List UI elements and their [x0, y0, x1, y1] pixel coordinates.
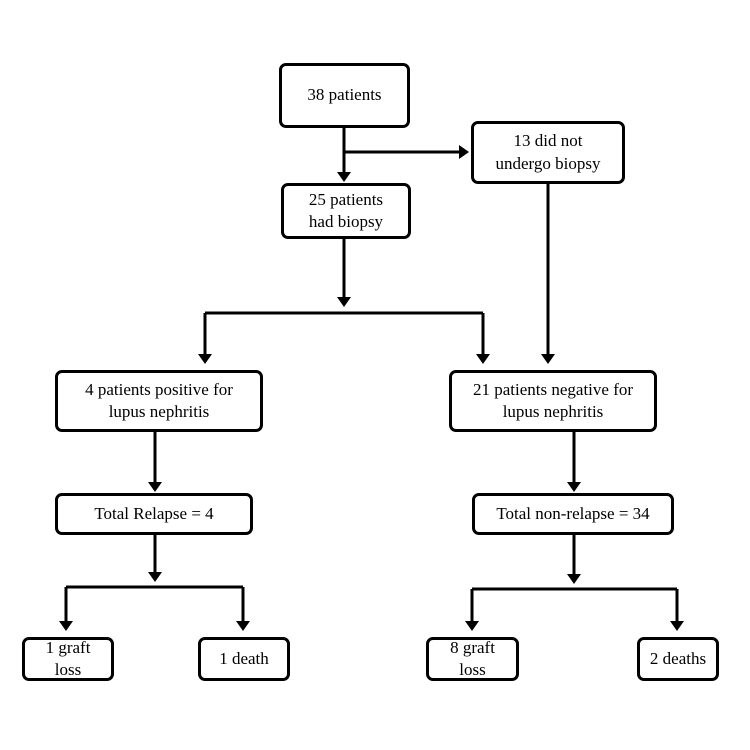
node-2-deaths: 2 deaths	[637, 637, 719, 681]
node-label: Total non-relapse = 34	[496, 503, 650, 523]
node-label: 1 graft loss	[45, 637, 91, 679]
arrowheads-group	[59, 145, 684, 631]
edge-4-patients-positive-to-total-relapse-arrowhead	[148, 482, 162, 492]
node-label: Total Relapse = 4	[94, 503, 214, 523]
edge-split-to-2-deaths-arrowhead	[670, 621, 684, 631]
edge-split-to-1-graft-loss-arrowhead	[59, 621, 73, 631]
edge-38-patients-to-25-patients-had-biopsy-arrowhead	[337, 172, 351, 182]
edge-38-patients-to-13-did-not-undergo-biopsy-arrowhead	[459, 145, 469, 159]
edge-total-non-relapse-to-split-arrowhead	[567, 574, 581, 584]
node-13-did-not-undergo-biopsy: 13 did not undergo biopsy	[471, 121, 625, 184]
node-21-patients-negative-lupus-nephritis: 21 patients negative for lupus nephritis	[449, 370, 657, 432]
node-4-patients-positive-lupus-nephritis: 4 patients positive for lupus nephritis	[55, 370, 263, 432]
edge-13-did-not-undergo-biopsy-to-21-patients-negative-arrowhead	[541, 354, 555, 364]
node-25-patients-had-biopsy: 25 patients had biopsy	[281, 183, 411, 239]
node-label: 8 graft loss	[450, 637, 495, 679]
edge-total-relapse-to-split-arrowhead	[148, 572, 162, 582]
node-38-patients: 38 patients	[279, 63, 410, 128]
node-8-graft-loss: 8 graft loss	[426, 637, 519, 681]
node-label: 21 patients negative for lupus nephritis	[472, 379, 634, 421]
edge-split-to-1-death-arrowhead	[236, 621, 250, 631]
node-label: 4 patients positive for lupus nephritis	[85, 379, 233, 421]
node-1-death: 1 death	[198, 637, 290, 681]
edge-split-to-8-graft-loss-arrowhead	[465, 621, 479, 631]
node-total-relapse: Total Relapse = 4	[55, 493, 253, 535]
node-label: 13 did not undergo biopsy	[495, 131, 601, 173]
edge-split-to-4-patients-positive-arrowhead	[198, 354, 212, 364]
node-label: 25 patients had biopsy	[308, 189, 384, 231]
node-label: 1 death	[219, 648, 269, 668]
node-label: 38 patients	[307, 85, 382, 105]
edges-group	[64, 128, 679, 624]
edge-split-to-21-patients-negative-arrowhead	[476, 354, 490, 364]
node-label: 2 deaths	[649, 648, 707, 668]
edge-21-patients-negative-to-total-non-relapse-arrowhead	[567, 482, 581, 492]
node-total-non-relapse: Total non-relapse = 34	[472, 493, 674, 535]
node-1-graft-loss: 1 graft loss	[22, 637, 114, 681]
edge-25-patients-had-biopsy-to-split-arrowhead	[337, 297, 351, 307]
